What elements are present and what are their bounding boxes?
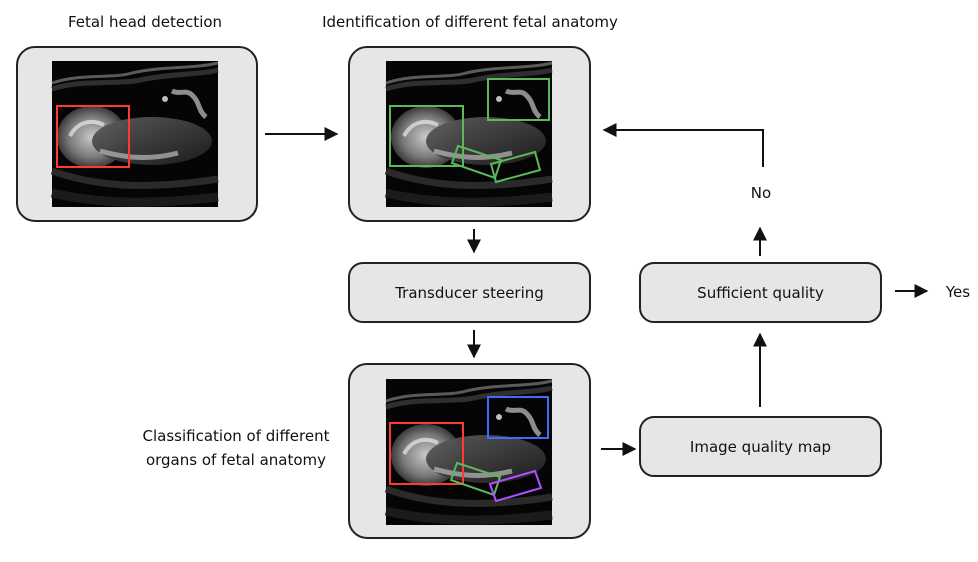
identification-label: Identification of different fetal anatom…	[322, 13, 618, 31]
classification-label-line1: Classification of different	[143, 427, 330, 445]
image-quality-map-box	[639, 416, 882, 477]
image-quality-map-label: Image quality map	[690, 438, 831, 456]
sufficient-quality-box	[639, 262, 882, 323]
transducer-steering-label: Transducer steering	[394, 284, 544, 302]
fetal-head-detection-label: Fetal head detection	[68, 13, 222, 31]
classification-label-line2: organs of fetal anatomy	[146, 451, 326, 469]
arrow-no-back-to-identification	[602, 123, 764, 167]
no-label: No	[751, 184, 771, 202]
organ-box-purple	[488, 469, 543, 503]
classification-ultrasound	[386, 379, 552, 525]
anatomy-box-head	[389, 105, 464, 167]
yes-label: Yes	[945, 283, 970, 301]
identification-ultrasound	[386, 61, 552, 207]
organ-box-blue	[487, 396, 549, 439]
transducer-steering-box	[348, 262, 591, 323]
head-detection-box	[56, 105, 130, 168]
organ-box-head	[389, 422, 464, 485]
head-detection-ultrasound	[52, 61, 218, 207]
anatomy-box-upper-right	[487, 78, 550, 121]
sufficient-quality-label: Sufficient quality	[697, 284, 824, 302]
anatomy-box-limb	[489, 150, 542, 184]
